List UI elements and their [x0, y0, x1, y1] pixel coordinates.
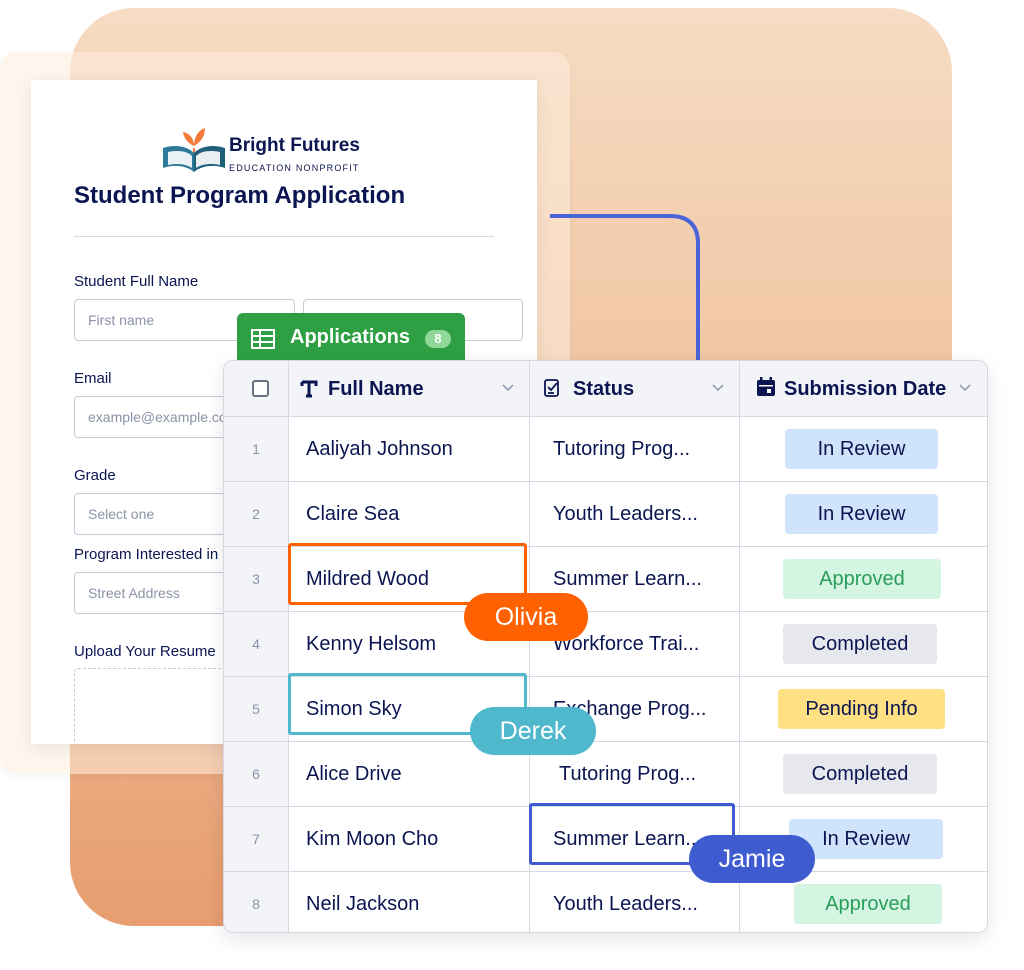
- column-divider: [288, 361, 289, 932]
- book-logo-icon: [163, 128, 225, 172]
- olivia-selection: [288, 543, 527, 605]
- tab-applications[interactable]: Applications 8: [237, 313, 465, 365]
- title-divider: [74, 236, 494, 237]
- label-program: Program Interested in: [74, 546, 219, 563]
- column-label: Submission Date: [784, 378, 947, 400]
- column-label: Full Name: [328, 378, 424, 400]
- status-text: Summer Learn...: [553, 568, 702, 590]
- form-title: Student Program Application: [74, 182, 406, 209]
- table-row[interactable]: 1 Aaliyah Johnson Tutoring Prog... In Re…: [224, 417, 987, 482]
- name-cell[interactable]: Aaliyah Johnson: [288, 417, 529, 481]
- select-all-checkbox[interactable]: [252, 380, 269, 397]
- column-header-full-name[interactable]: Full Name: [288, 361, 529, 416]
- row-number: 7: [252, 831, 260, 847]
- chevron-down-icon[interactable]: [958, 380, 972, 394]
- name-text: Kenny Helsom: [306, 633, 437, 655]
- status-cell[interactable]: Youth Leaders...: [530, 482, 739, 546]
- status-badge: In Review: [785, 429, 938, 469]
- collaborator-cursor-jamie: Jamie: [689, 835, 815, 883]
- jamie-selection: [529, 803, 735, 865]
- connector-line: [550, 214, 700, 364]
- org-name: Bright Futures: [229, 135, 360, 156]
- label-email: Email: [74, 370, 112, 387]
- status-badge: In Review: [785, 494, 938, 534]
- status-icon: [544, 379, 559, 397]
- date-cell[interactable]: Completed: [740, 612, 987, 676]
- label-grade: Grade: [74, 467, 116, 484]
- date-cell[interactable]: Pending Info: [740, 677, 987, 741]
- column-header-submission-date[interactable]: Submission Date: [740, 361, 987, 416]
- name-text: Alice Drive: [306, 763, 402, 785]
- tab-label: Applications: [290, 326, 411, 348]
- column-label: Status: [573, 378, 635, 400]
- status-text: Workforce Trai...: [553, 633, 700, 655]
- status-text: Summer Learn...: [553, 828, 702, 850]
- label-upload: Upload Your Resume: [74, 643, 216, 660]
- table-header: Full Name Status Submission Date: [224, 361, 987, 417]
- status-text: Tutoring Prog...: [553, 438, 691, 460]
- chevron-down-icon[interactable]: [711, 380, 725, 394]
- name-text: Simon Sky: [306, 698, 402, 720]
- row-number: 4: [252, 636, 260, 652]
- date-cell[interactable]: Approved: [740, 547, 987, 611]
- table-grid-icon: [251, 329, 275, 349]
- status-cell[interactable]: Youth Leaders...: [530, 872, 739, 932]
- name-cell[interactable]: Kim Moon Cho: [288, 807, 529, 871]
- name-text: Neil Jackson: [306, 893, 420, 915]
- row-number: 5: [252, 701, 260, 717]
- status-badge: Completed: [783, 754, 937, 794]
- tab-count-badge: 8: [425, 330, 451, 348]
- derek-selection: [288, 673, 527, 735]
- row-number: 3: [252, 571, 260, 587]
- column-header-status[interactable]: Status: [530, 361, 739, 416]
- org-tagline: EDUCATION NONPROFIT: [229, 163, 360, 173]
- label-student-name: Student Full Name: [74, 273, 199, 290]
- date-cell[interactable]: In Review: [740, 482, 987, 546]
- status-cell[interactable]: Workforce Trai...: [530, 612, 739, 676]
- status-badge: Approved: [783, 559, 941, 599]
- name-text: Aaliyah Johnson: [306, 438, 453, 460]
- column-divider: [739, 361, 740, 932]
- date-cell[interactable]: Completed: [740, 742, 987, 806]
- applications-table: Full Name Status Submission Date: [223, 360, 988, 933]
- name-text: Mildred Wood: [306, 568, 430, 590]
- table-row[interactable]: 2 Claire Sea Youth Leaders... In Review: [224, 482, 987, 547]
- status-text: Tutoring Prog...: [559, 763, 697, 785]
- chevron-down-icon[interactable]: [501, 380, 515, 394]
- status-cell[interactable]: Tutoring Prog...: [530, 417, 739, 481]
- column-divider: [529, 361, 530, 932]
- date-cell[interactable]: In Review: [740, 417, 987, 481]
- row-number: 1: [252, 441, 260, 457]
- row-number: 8: [252, 896, 260, 912]
- status-badge: In Review: [789, 819, 943, 859]
- collaborator-cursor-derek: Derek: [470, 707, 596, 755]
- table-row[interactable]: 8 Neil Jackson Youth Leaders... Approved: [224, 872, 987, 932]
- table-row[interactable]: 4 Kenny Helsom Workforce Trai... Complet…: [224, 612, 987, 677]
- calendar-icon: [757, 377, 775, 396]
- table-row[interactable]: 6 Alice Drive Tutoring Prog... Completed: [224, 742, 987, 807]
- status-text: Youth Leaders...: [553, 503, 698, 525]
- collaborator-cursor-olivia: Olivia: [464, 593, 588, 641]
- name-text: Kim Moon Cho: [306, 828, 439, 850]
- name-cell[interactable]: Claire Sea: [288, 482, 529, 546]
- name-text: Claire Sea: [306, 503, 400, 525]
- status-text: Exchange Prog...: [553, 698, 707, 720]
- status-text: Youth Leaders...: [553, 893, 698, 915]
- name-cell[interactable]: Neil Jackson: [288, 872, 529, 932]
- status-badge: Pending Info: [778, 689, 945, 729]
- text-type-icon: [300, 380, 318, 398]
- row-number: 2: [252, 506, 260, 522]
- status-badge: Approved: [794, 884, 942, 924]
- status-badge: Completed: [783, 624, 937, 664]
- row-number: 6: [252, 766, 260, 782]
